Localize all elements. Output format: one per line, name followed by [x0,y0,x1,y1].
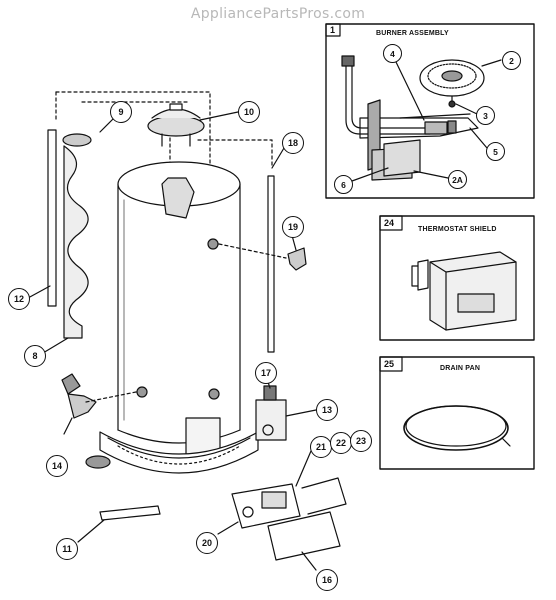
callout-13: 13 [316,399,338,421]
callout-9: 9 [110,101,132,123]
callout-14: 14 [46,455,68,477]
callout-10: 10 [238,101,260,123]
panel-title-drain: DRAIN PAN [440,365,481,372]
callout-23: 23 [350,430,372,452]
site-watermark: AppliancePartsPros.com [190,6,366,22]
callout-11: 11 [56,538,78,560]
box-num-frame-1 [325,23,341,37]
callout-5: 5 [486,142,505,161]
callout-19: 19 [282,216,304,238]
burner-assembly-drawing [341,55,502,182]
panel-number-burner: 1 [330,25,336,35]
water-heater-tank-drawing [27,91,347,571]
callout-22: 22 [330,432,352,454]
callout-2: 2 [502,51,521,70]
panel-title-shield: THERMOSTAT SHIELD [418,226,497,233]
callout-16: 16 [316,569,338,591]
callout-4: 4 [383,44,402,63]
panel-title-burner: BURNER ASSEMBLY [376,30,449,37]
thermostat-shield-drawing [411,251,517,331]
box-num-frame-24 [379,215,403,231]
callout-6: 6 [334,175,353,194]
box-num-frame-25 [379,356,403,372]
panel-number-drain: 25 [384,359,395,369]
callout-3: 3 [476,106,495,125]
callout-12: 12 [8,288,30,310]
callout-2a: 2A [448,170,467,189]
callout-17: 17 [255,362,277,384]
burner-assembly-panel [325,23,535,199]
callout-18: 18 [282,132,304,154]
thermostat-shield-panel [379,215,535,341]
callout-21: 21 [310,436,332,458]
drain-pan-drawing [403,405,511,451]
drain-pan-panel [379,356,535,470]
callout-20: 20 [196,532,218,554]
callout-8: 8 [24,345,46,367]
panel-number-shield: 24 [384,218,395,228]
